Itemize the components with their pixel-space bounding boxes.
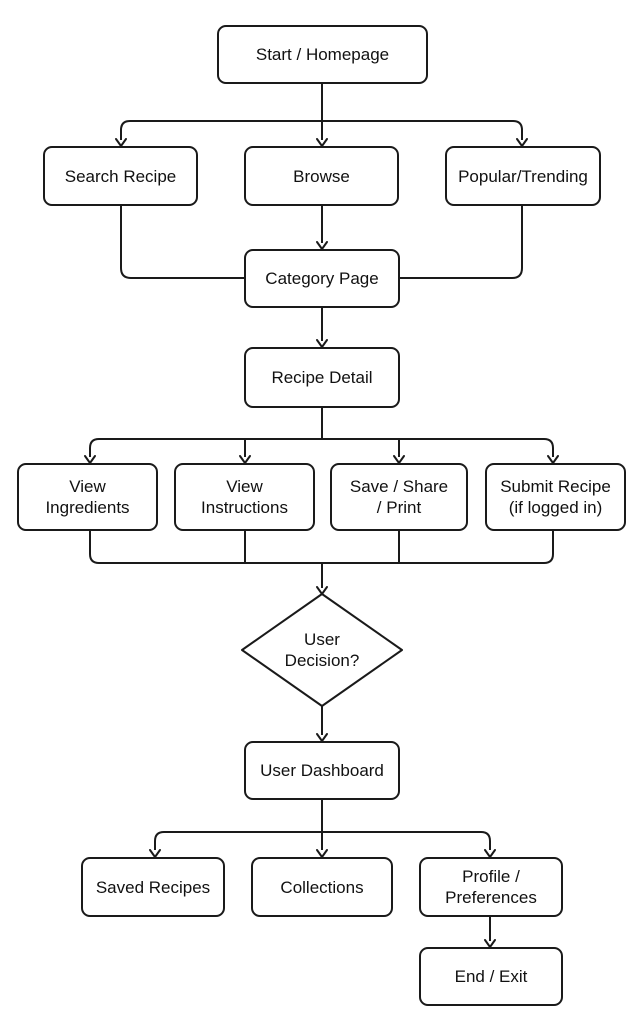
browse-node[interactable]: Browse xyxy=(244,146,399,206)
end-exit-node[interactable]: End / Exit xyxy=(419,947,563,1006)
category-page-node[interactable]: Category Page xyxy=(244,249,400,308)
popular-trending-node[interactable]: Popular/Trending xyxy=(445,146,601,206)
arrowhead-view-ingredients xyxy=(84,455,96,464)
saved-recipes-node[interactable]: Saved Recipes xyxy=(81,857,225,917)
connector-popular-to-category xyxy=(400,206,523,279)
arrowhead-recipe-detail xyxy=(316,339,328,348)
arrowhead-user-dashboard xyxy=(316,733,328,742)
arrowhead-submit-recipe xyxy=(547,455,559,464)
start-homepage-node[interactable]: Start / Homepage xyxy=(217,25,428,84)
connector-start-to-first-row xyxy=(120,84,523,140)
arrowhead-view-instructions xyxy=(239,455,251,464)
arrowhead-save-share xyxy=(393,455,405,464)
submit-recipe-node[interactable]: Submit Recipe (if logged in) xyxy=(485,463,626,531)
arrowhead-search xyxy=(115,138,127,147)
arrowhead-popular xyxy=(516,138,528,147)
arrowhead-profile xyxy=(484,849,496,858)
connector-search-to-category xyxy=(120,206,245,279)
arrowhead-collections xyxy=(316,849,328,858)
user-dashboard-node[interactable]: User Dashboard xyxy=(244,741,400,800)
connector-actions-merge xyxy=(89,531,554,588)
connector-detail-to-actions xyxy=(89,408,554,457)
connector-dashboard-to-bottom-row xyxy=(154,800,491,850)
arrowhead-user-decision xyxy=(316,586,328,595)
arrowhead-saved-recipes xyxy=(149,849,161,858)
user-decision-label: User Decision? xyxy=(284,630,360,670)
view-ingredients-node[interactable]: View Ingredients xyxy=(17,463,158,531)
arrowhead-browse xyxy=(316,138,328,147)
profile-preferences-node[interactable]: Profile / Preferences xyxy=(419,857,563,917)
view-instructions-node[interactable]: View Instructions xyxy=(174,463,315,531)
search-recipe-node[interactable]: Search Recipe xyxy=(43,146,198,206)
arrowhead-end-exit xyxy=(484,939,496,948)
arrowhead-category xyxy=(316,241,328,250)
recipe-detail-node[interactable]: Recipe Detail xyxy=(244,347,400,408)
collections-node[interactable]: Collections xyxy=(251,857,393,917)
save-share-print-node[interactable]: Save / Share / Print xyxy=(330,463,468,531)
